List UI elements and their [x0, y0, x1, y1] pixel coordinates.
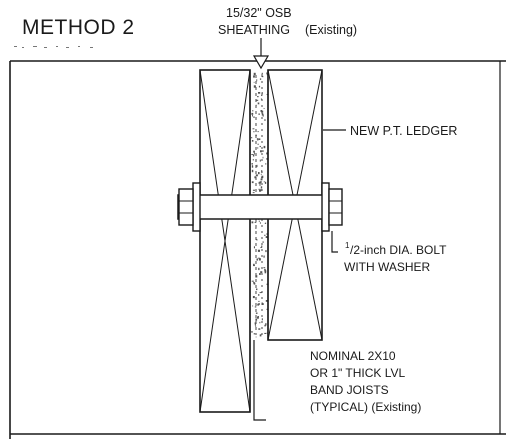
sheathing-label-line1: 15/32" OSB	[226, 6, 292, 20]
sheathing-label-line2: SHEATHING	[218, 23, 290, 37]
scan-speckle	[14, 46, 93, 48]
joist-callout: NOMINAL 2X10 OR 1" THICK LVL BAND JOISTS…	[253, 340, 421, 421]
bolt-label-line2: WITH WASHER	[344, 260, 431, 274]
joist-label-line3: BAND JOISTS	[310, 383, 389, 397]
osb-sheathing	[249, 70, 269, 412]
through-bolt	[177, 182, 343, 232]
new-ledger-board	[199, 69, 251, 413]
joist-leader-line	[253, 340, 266, 421]
diagram-title: METHOD 2	[22, 16, 135, 39]
sheathing-existing-tag: (Existing)	[305, 23, 357, 37]
ledger-label: NEW P.T. LEDGER	[350, 124, 457, 138]
bolt-fraction-numerator: 1	[345, 241, 350, 250]
joist-label-line1: NOMINAL 2X10	[310, 349, 396, 363]
ledger-callout: NEW P.T. LEDGER	[323, 124, 457, 138]
bolt-label-line1: /2-inch DIA. BOLT	[350, 243, 447, 257]
sheathing-callout: 15/32" OSB SHEATHING (Existing)	[218, 6, 357, 70]
sheathing-arrowhead	[252, 55, 270, 70]
joist-label-line2: OR 1" THICK LVL	[310, 366, 406, 380]
joist-label-line4: (TYPICAL) (Existing)	[310, 400, 421, 414]
bolt-callout: 1 /2-inch DIA. BOLT WITH WASHER	[331, 231, 447, 274]
bolt-leader-line	[331, 231, 338, 253]
